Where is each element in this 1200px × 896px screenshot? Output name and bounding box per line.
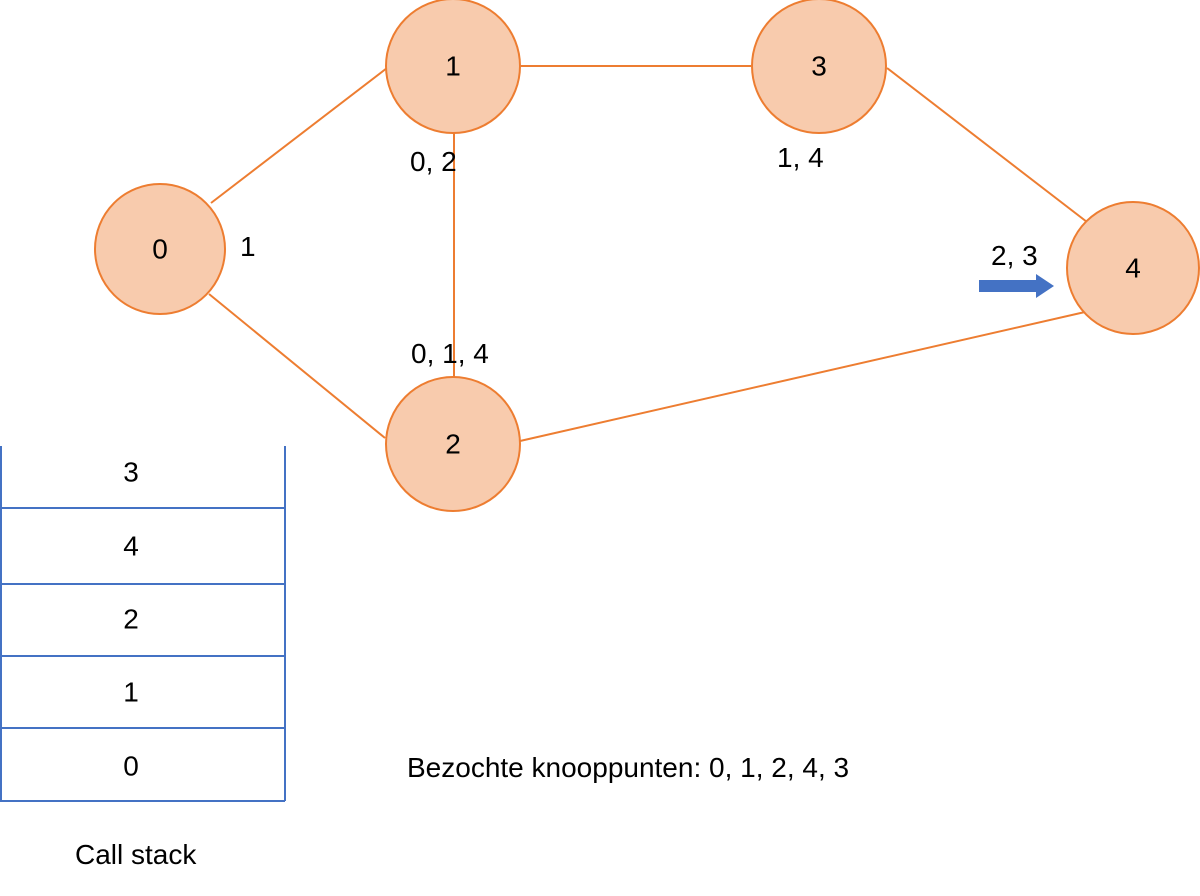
adjacency-label-node1: 0, 2 <box>410 146 457 177</box>
graph-node-0: 0 <box>94 183 226 315</box>
graph-node-4: 4 <box>1066 201 1200 335</box>
adjacency-label-node3: 1, 4 <box>777 142 824 173</box>
graph-node-3: 3 <box>751 0 887 134</box>
visited-nodes-text: Bezochte knooppunten: 0, 1, 2, 4, 3 <box>407 752 849 783</box>
arrow-right-icon <box>979 274 1054 298</box>
adjacency-label-node0: 1 <box>240 231 256 262</box>
node-label-3: 3 <box>811 51 827 82</box>
call-stack-item: 2 <box>123 604 139 635</box>
node-label-0: 0 <box>152 234 168 265</box>
call-stack: 3 4 2 1 0 <box>0 446 286 802</box>
edge-2-4 <box>519 311 1086 442</box>
node-label-1: 1 <box>445 51 461 82</box>
call-stack-item: 1 <box>123 677 139 708</box>
call-stack-item: 3 <box>123 457 139 488</box>
adjacency-label-node4: 2, 3 <box>991 240 1038 271</box>
graph-node-2: 2 <box>385 376 521 512</box>
edge-0-2 <box>208 293 386 439</box>
edge-0-1 <box>210 67 388 204</box>
node-label-2: 2 <box>445 429 461 460</box>
node-label-4: 4 <box>1125 253 1141 284</box>
call-stack-item: 4 <box>123 531 139 562</box>
adjacency-label-node2: 0, 1, 4 <box>411 338 489 369</box>
graph-edges <box>208 65 1088 442</box>
edge-3-4 <box>886 67 1088 223</box>
graph-node-1: 1 <box>385 0 521 134</box>
call-stack-caption: Call stack <box>75 839 197 870</box>
call-stack-item: 0 <box>123 751 139 782</box>
